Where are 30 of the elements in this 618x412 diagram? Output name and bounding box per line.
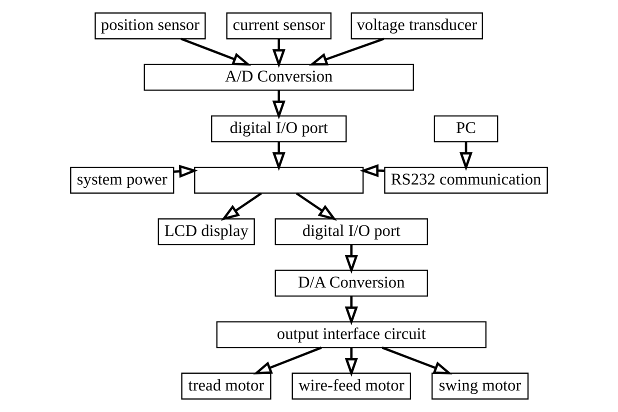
arrow <box>272 142 286 171</box>
arrow <box>220 192 262 221</box>
arrow <box>253 346 322 374</box>
node-box: PC <box>434 115 498 142</box>
arrow <box>459 142 473 171</box>
node-box: digital I/O port <box>274 218 428 246</box>
node-box: digital I/O port <box>211 115 347 142</box>
arrow <box>296 192 337 221</box>
arrow <box>344 244 358 274</box>
arrow <box>308 38 384 66</box>
node-box: swing motor <box>432 372 529 400</box>
arrow <box>344 296 358 326</box>
node-box: LCD display <box>158 218 255 246</box>
arrow <box>272 38 286 68</box>
arrow <box>180 38 252 66</box>
arrow <box>344 348 358 377</box>
arrow <box>382 346 452 374</box>
node-box: system power <box>70 166 174 194</box>
node-box: position sensor <box>94 12 206 40</box>
node-box: voltage transducer <box>350 12 483 40</box>
node-box: wire-feed motor <box>292 372 412 400</box>
node-box: D/A Conversion <box>274 270 428 297</box>
node-box: tread motor <box>181 372 272 400</box>
node-box: RS232 communication <box>384 166 548 194</box>
node-box: output interface circuit <box>216 321 486 348</box>
node-box <box>194 166 364 194</box>
node-box: A/D Conversion <box>144 64 414 91</box>
node-box: current sensor <box>226 12 332 40</box>
arrow <box>360 164 385 178</box>
arrow <box>272 90 286 120</box>
